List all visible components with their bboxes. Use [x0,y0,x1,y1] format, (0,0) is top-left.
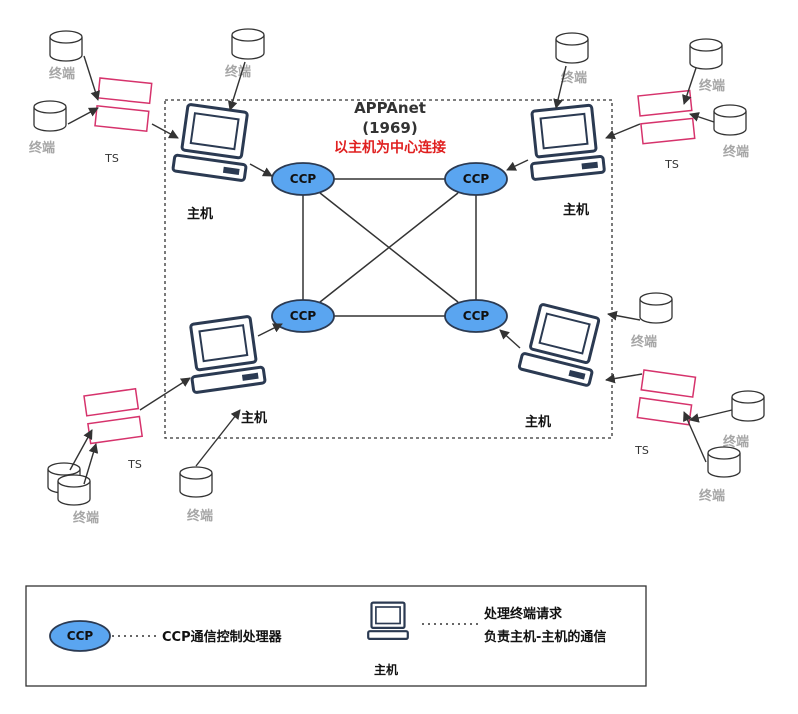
terminal-icon [713,104,747,136]
host-bottom-left [183,313,267,395]
ccp-node-top-left: CCP [271,162,335,196]
legend-box [25,585,647,687]
terminal-icon [689,38,723,70]
legend-host-desc-2: 负责主机-主机的通信 [484,629,606,645]
terminal-label: 终端 [73,510,99,526]
host-bottom-right [517,301,607,388]
ccp-label: CCP [290,309,317,323]
ts-label: TS [127,458,142,471]
legend-host-label: 主机 [374,662,398,677]
terminal-label: 终端 [225,64,251,80]
terminal-label: 终端 [631,334,657,350]
host-top-right [524,102,607,182]
ts-label: TS [664,158,679,171]
ccp-node-top-right: CCP [444,162,508,196]
legend-host-desc-1: 处理终端请求 [483,606,563,622]
arpanet-boundary [164,99,613,439]
host-label: 主机 [563,202,589,218]
terminal-label: 终端 [187,508,213,524]
terminal-icon [179,466,213,498]
legend-host-icon [367,601,409,641]
ccp-label: CCP [463,172,490,186]
ccp-label: CCP [463,309,490,323]
terminal-label: 终端 [699,488,725,504]
diagram-title: APPAnet [354,99,426,117]
terminal-label: 终端 [699,78,725,94]
terminal-icon [731,390,765,422]
terminal-label: 终端 [29,140,55,156]
terminal-icon [33,100,67,132]
host-top-left [171,101,255,183]
terminal-icon [639,292,673,324]
ccp-links [302,178,477,317]
ccp-label: CCP [290,172,317,186]
ts-label: TS [634,444,649,457]
terminal-icon [707,446,741,478]
host-label: 主机 [187,206,213,222]
legend-ccp-symbol: CCP [49,620,111,652]
legend-ccp-desc: CCP通信控制处理器 [162,629,283,645]
terminal-label: 终端 [49,66,75,82]
host-label: 主机 [525,414,551,430]
terminal-icon [555,32,589,64]
legend-ccp-label: CCP [67,629,94,643]
ccp-node-bottom-right: CCP [444,299,508,333]
ts-top-left [94,77,153,132]
diagram-year: (1969) [362,119,417,137]
host-label: 主机 [241,410,267,426]
terminal-icon [49,30,83,62]
diagram-subtitle: 以主机为中心连接 [334,139,446,156]
ts-label: TS [104,152,119,165]
terminal-label: 终端 [561,70,587,86]
ts-bottom-left [83,388,143,445]
terminal-label: 终端 [723,434,749,450]
connection-arrows [67,55,733,485]
ccp-node-bottom-left: CCP [271,299,335,333]
terminal-icon [231,28,265,60]
terminal-label: 终端 [723,144,749,160]
